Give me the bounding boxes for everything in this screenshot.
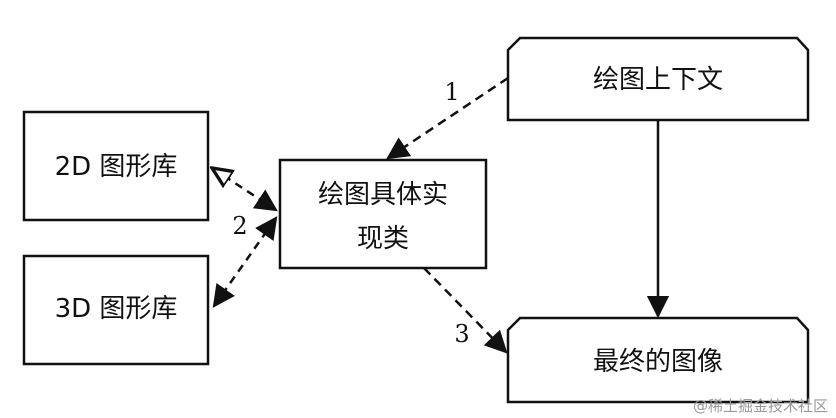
node-final: 最终的图像	[506, 316, 810, 404]
edge-3-line	[423, 267, 508, 354]
node-impl-label-line1: 绘图具体实	[318, 180, 448, 210]
edge-3: 3	[423, 267, 508, 354]
edge-1-line	[386, 76, 509, 160]
node-final-label: 最终的图像	[593, 347, 723, 377]
edge-2-line-3d	[212, 216, 278, 308]
node-context: 绘图上下文	[506, 36, 810, 122]
node-impl-label-line2: 现类	[357, 224, 409, 254]
node-context-label: 绘图上下文	[593, 65, 723, 95]
edge-1-label: 1	[444, 78, 459, 106]
edge-2: 2	[212, 168, 278, 308]
watermark-text: @稀土掘金技术社区	[693, 397, 828, 415]
node-lib-3d: 3D 图形库	[22, 254, 210, 366]
node-lib-2d: 2D 图形库	[22, 110, 210, 222]
edge-3-label: 3	[454, 320, 469, 348]
edge-2-label: 2	[232, 212, 247, 240]
node-impl: 绘图具体实 现类	[278, 158, 488, 270]
edge-2-line-2d	[212, 168, 276, 210]
node-lib-3d-label: 3D 图形库	[55, 294, 178, 324]
node-lib-2d-label: 2D 图形库	[55, 152, 178, 182]
edge-1: 1	[386, 76, 509, 160]
